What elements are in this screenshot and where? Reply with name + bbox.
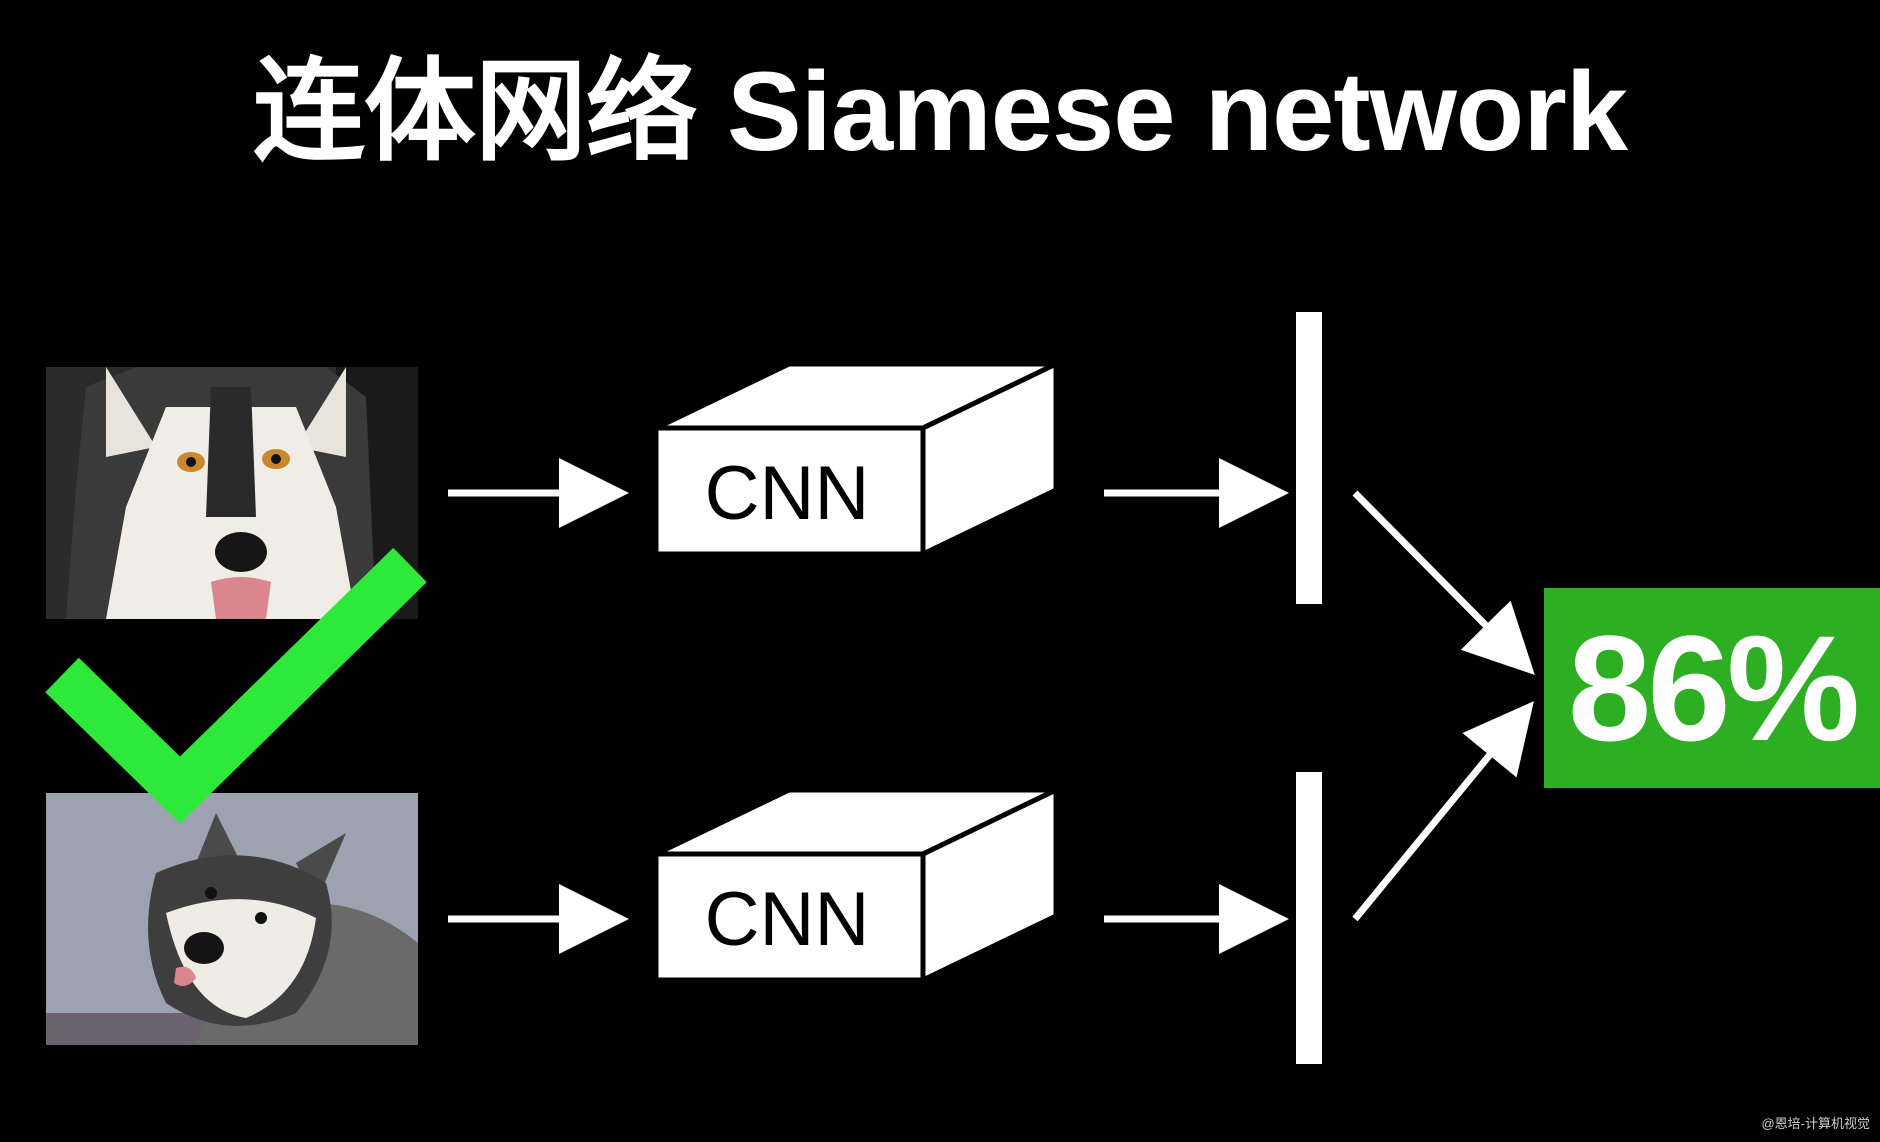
similarity-score: 86% [1567,604,1860,772]
page-title: 连体网络 Siamese network [252,49,1628,174]
input-image-bottom [46,793,418,1045]
watermark: @恩培-计算机视觉 [1761,1116,1870,1131]
cnn-block-bottom [653,786,1059,984]
arrow-merge-top [1352,490,1535,675]
similarity-result-box: 86% [1544,588,1880,788]
check-mark-icon [45,547,427,824]
arrow-merge-bottom [1352,701,1534,922]
cnn-block-top [653,360,1059,558]
cnn-label-top: CNN [704,451,870,536]
input-image-top [46,367,418,619]
cnn-label-bottom: CNN [704,877,870,962]
feature-vector-top [1296,312,1322,604]
feature-vector-bottom [1296,772,1322,1064]
